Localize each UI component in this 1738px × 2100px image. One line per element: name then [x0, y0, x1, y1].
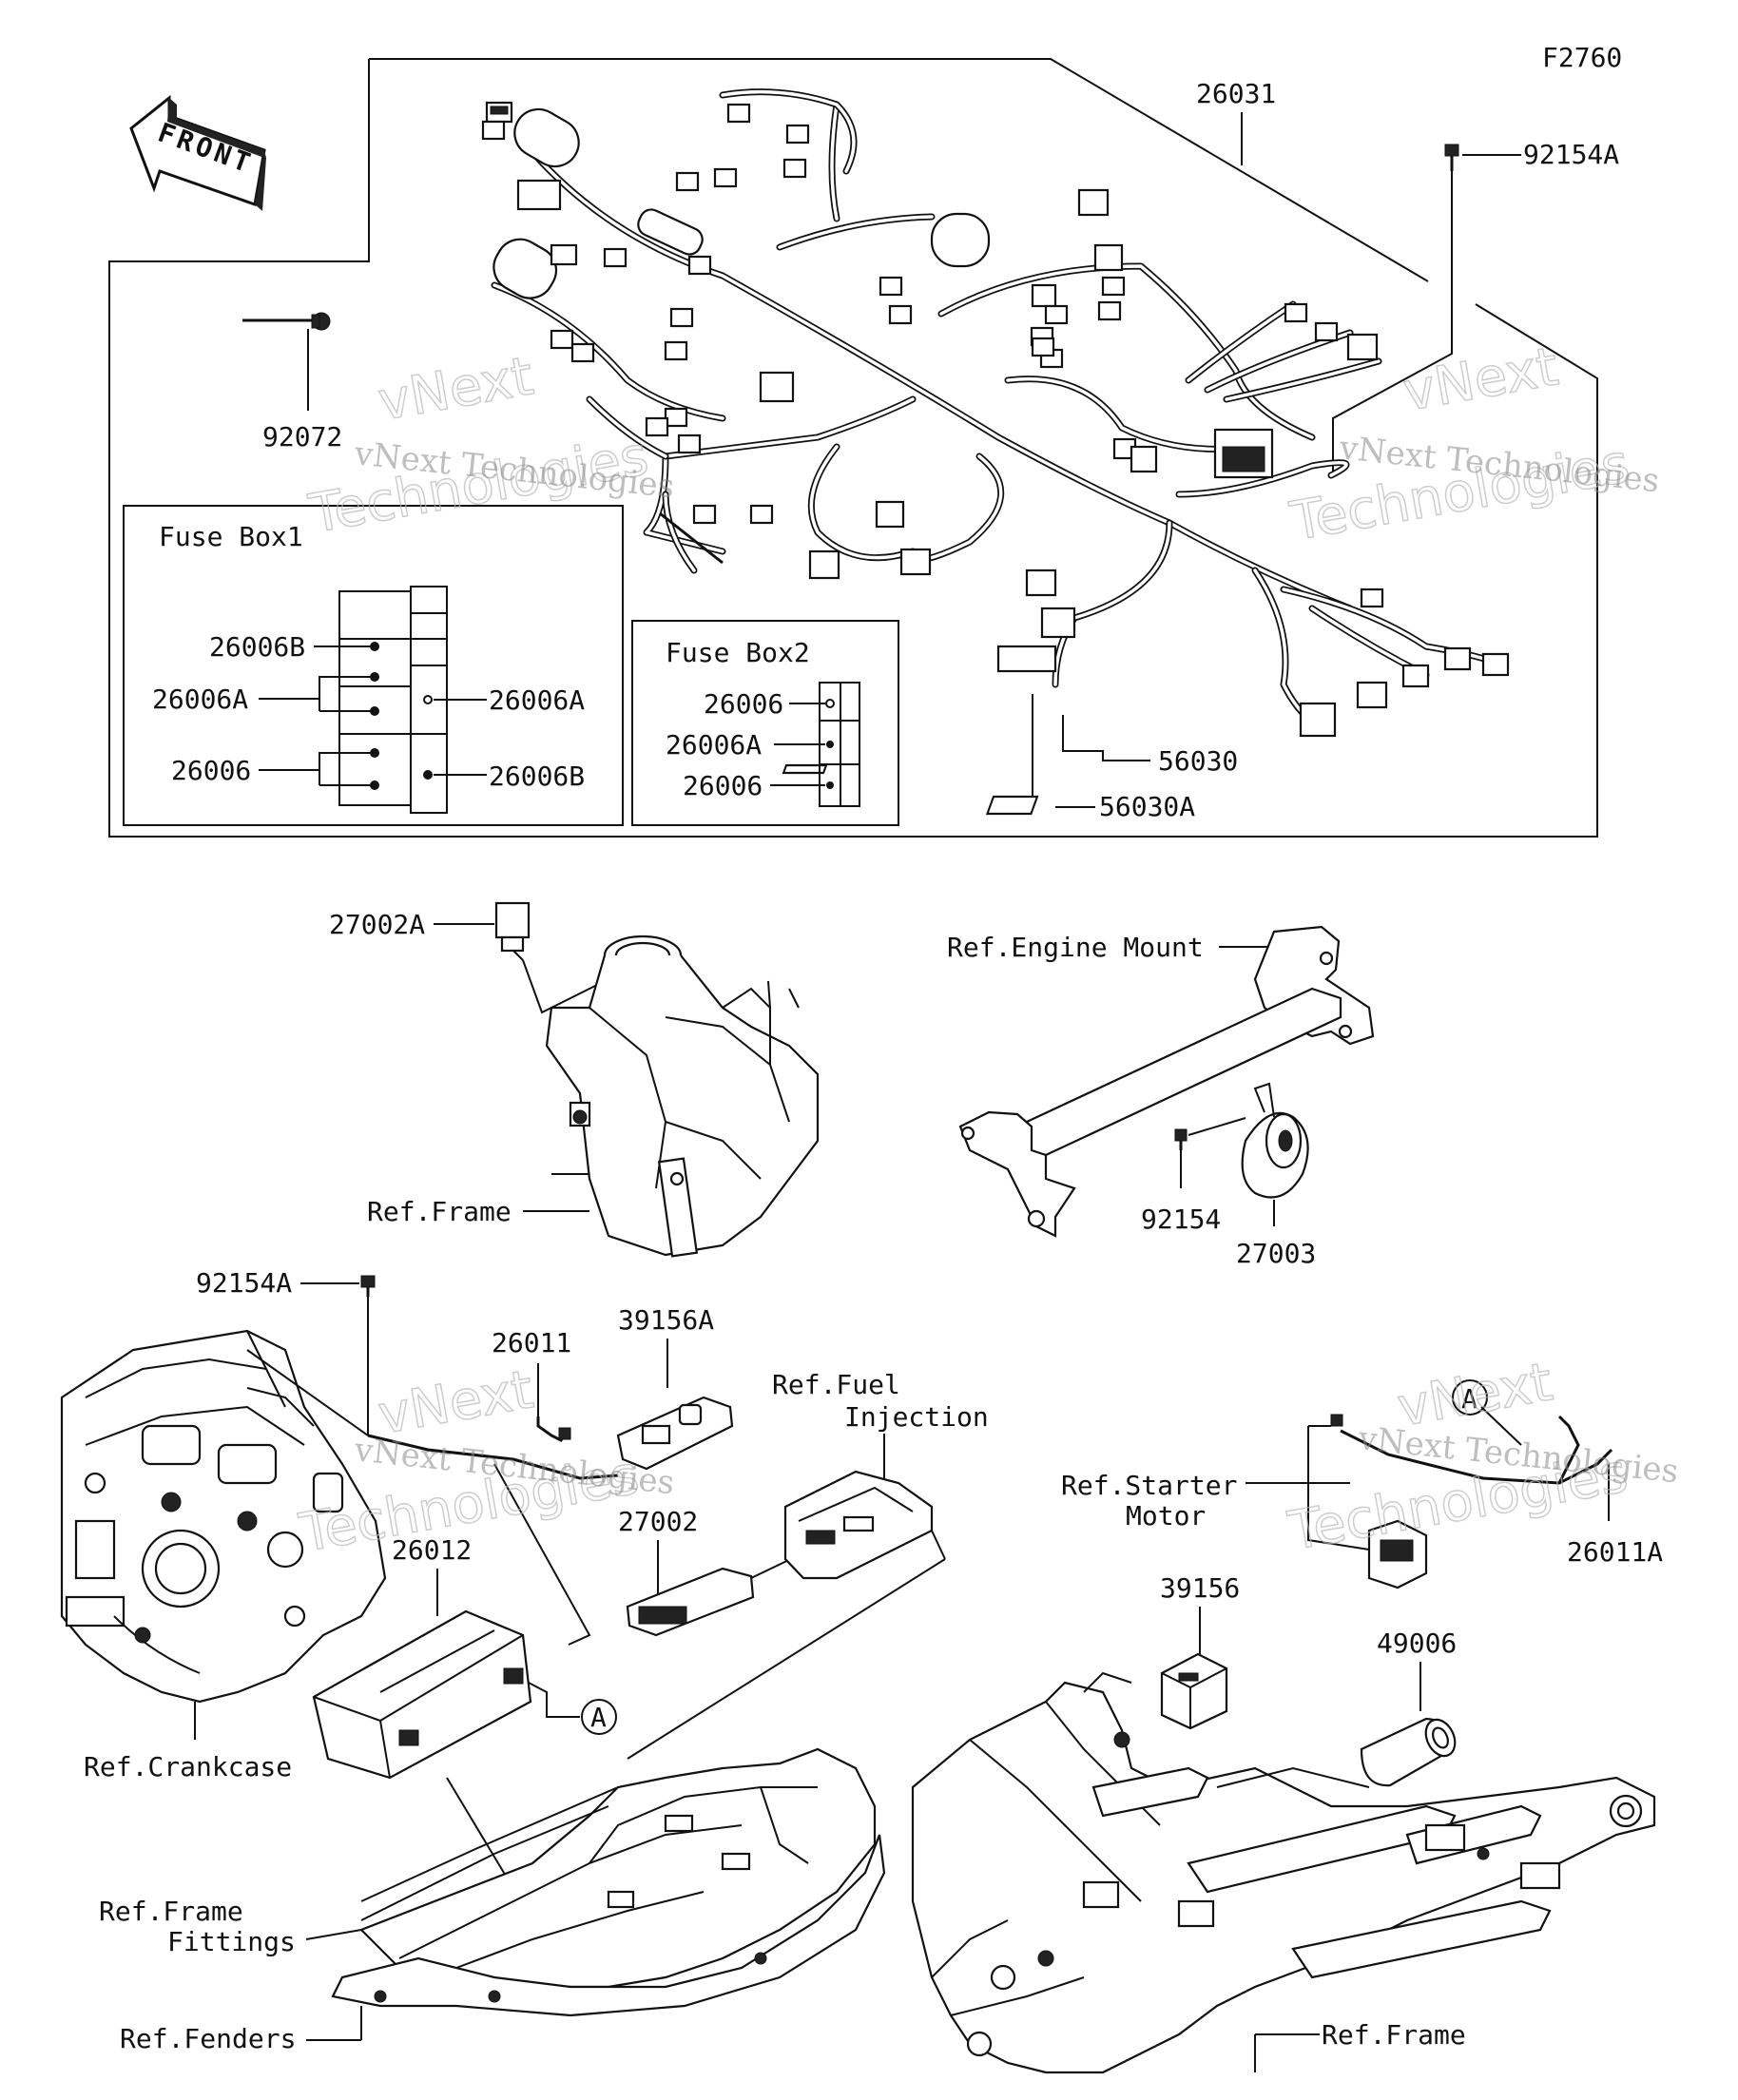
ref-fuel-label-2: Injection — [844, 1401, 989, 1433]
battery-26012-icon — [312, 1609, 532, 1780]
label-26012: 26012 — [392, 1534, 472, 1566]
frame-headstock-part — [545, 934, 820, 1258]
fuse2-label-26006A: 26006A — [666, 729, 762, 761]
ref-fuel-label-1: Ref.Fuel — [772, 1369, 900, 1400]
harness-panel-outline — [108, 58, 1598, 838]
fuse2-label-26006-top: 26006 — [704, 688, 783, 720]
fuse2-label-26006-bottom: 26006 — [683, 770, 763, 801]
bolt-icon — [1444, 144, 1459, 171]
part-49006-icon — [1360, 1717, 1457, 1787]
relay-27002-icon — [626, 1567, 755, 1637]
ref-frame-fittings-label-1: Ref.Frame — [99, 1896, 243, 1927]
fuse1-label-right-26006B: 26006B — [489, 761, 585, 792]
label-56030: 56030 — [1158, 745, 1238, 777]
ref-starter-label-1: Ref.Starter — [1061, 1470, 1237, 1501]
harness-label: 26031 — [1196, 78, 1276, 109]
ref-frame-fittings-label-2: Fittings — [167, 1926, 296, 1957]
svg-text:vNext: vNext — [374, 1358, 537, 1446]
ref-frame-label-1: Ref.Frame — [367, 1196, 512, 1227]
label-39156A: 39156A — [618, 1304, 714, 1336]
crankcase-part — [60, 1329, 387, 1704]
fuse1-label-26006B: 26006B — [209, 631, 305, 663]
label-26011A: 26011A — [1567, 1536, 1663, 1568]
horn-27003-icon — [1241, 1082, 1309, 1199]
engine-mount-bracket-part — [958, 925, 1375, 1238]
svg-text:vNext: vNext — [374, 345, 537, 433]
label-27002: 27002 — [618, 1506, 698, 1537]
bolt-lower-icon — [360, 1275, 376, 1297]
ref-fenders-label: Ref.Fenders — [120, 2023, 296, 2054]
reference-circle-a — [581, 1699, 617, 1735]
frame-fittings-part — [331, 1747, 886, 2017]
label-27003: 27003 — [1236, 1238, 1316, 1269]
cover-39156A-icon — [616, 1396, 734, 1471]
label-27002A: 27002A — [329, 909, 425, 940]
fuse1-label-right-26006A: 26006A — [489, 684, 585, 716]
fuse-box-1: Fuse Box1 26006B 26006A 26006 26006A 260… — [123, 505, 624, 826]
fuse-box-2-title: Fuse Box2 — [666, 637, 810, 668]
svg-text:vNext: vNext — [1399, 336, 1562, 423]
diagram-code: F2760 — [1542, 42, 1622, 73]
rear-frame-part — [911, 1671, 1656, 2074]
starter-relay-icon — [1330, 1414, 1428, 1589]
ref-engine-mount-label: Ref.Engine Mount — [947, 932, 1204, 963]
fuse1-label-26006: 26006 — [171, 755, 251, 786]
circle-a-label-1: A — [590, 1702, 607, 1733]
fuse-box-2: Fuse Box2 26006 26006A 26006 — [631, 620, 899, 826]
label-26011: 26011 — [492, 1327, 571, 1358]
label-92154: 92154 — [1141, 1204, 1221, 1235]
bolt-92154-icon — [1174, 1128, 1188, 1150]
ref-crankcase-label: Ref.Crankcase — [84, 1751, 292, 1782]
label-49006: 49006 — [1377, 1628, 1457, 1659]
label-92154A-lower: 92154A — [196, 1267, 292, 1299]
clamp-label: 92072 — [262, 421, 342, 453]
front-arrow-icon: FRONT — [129, 94, 266, 211]
bolt-top-label: 92154A — [1523, 139, 1619, 170]
label-39156: 39156 — [1160, 1572, 1240, 1604]
ecu-part — [783, 1470, 934, 1580]
ref-starter-label-2: Motor — [1126, 1500, 1206, 1532]
clamp-icon — [242, 312, 331, 331]
label-56030A: 56030A — [1099, 791, 1195, 822]
fuse-box-1-title: Fuse Box1 — [159, 521, 303, 552]
ref-frame-label-2: Ref.Frame — [1322, 2019, 1466, 2051]
cover-39156-icon — [1160, 1652, 1228, 1730]
fuse1-label-26006A: 26006A — [152, 684, 248, 715]
main-wiring-harness — [481, 88, 1510, 738]
circle-a-label-2: A — [1461, 1383, 1477, 1415]
reference-circle-a-2 — [1452, 1379, 1488, 1416]
relay-27002A-icon — [494, 901, 531, 961]
